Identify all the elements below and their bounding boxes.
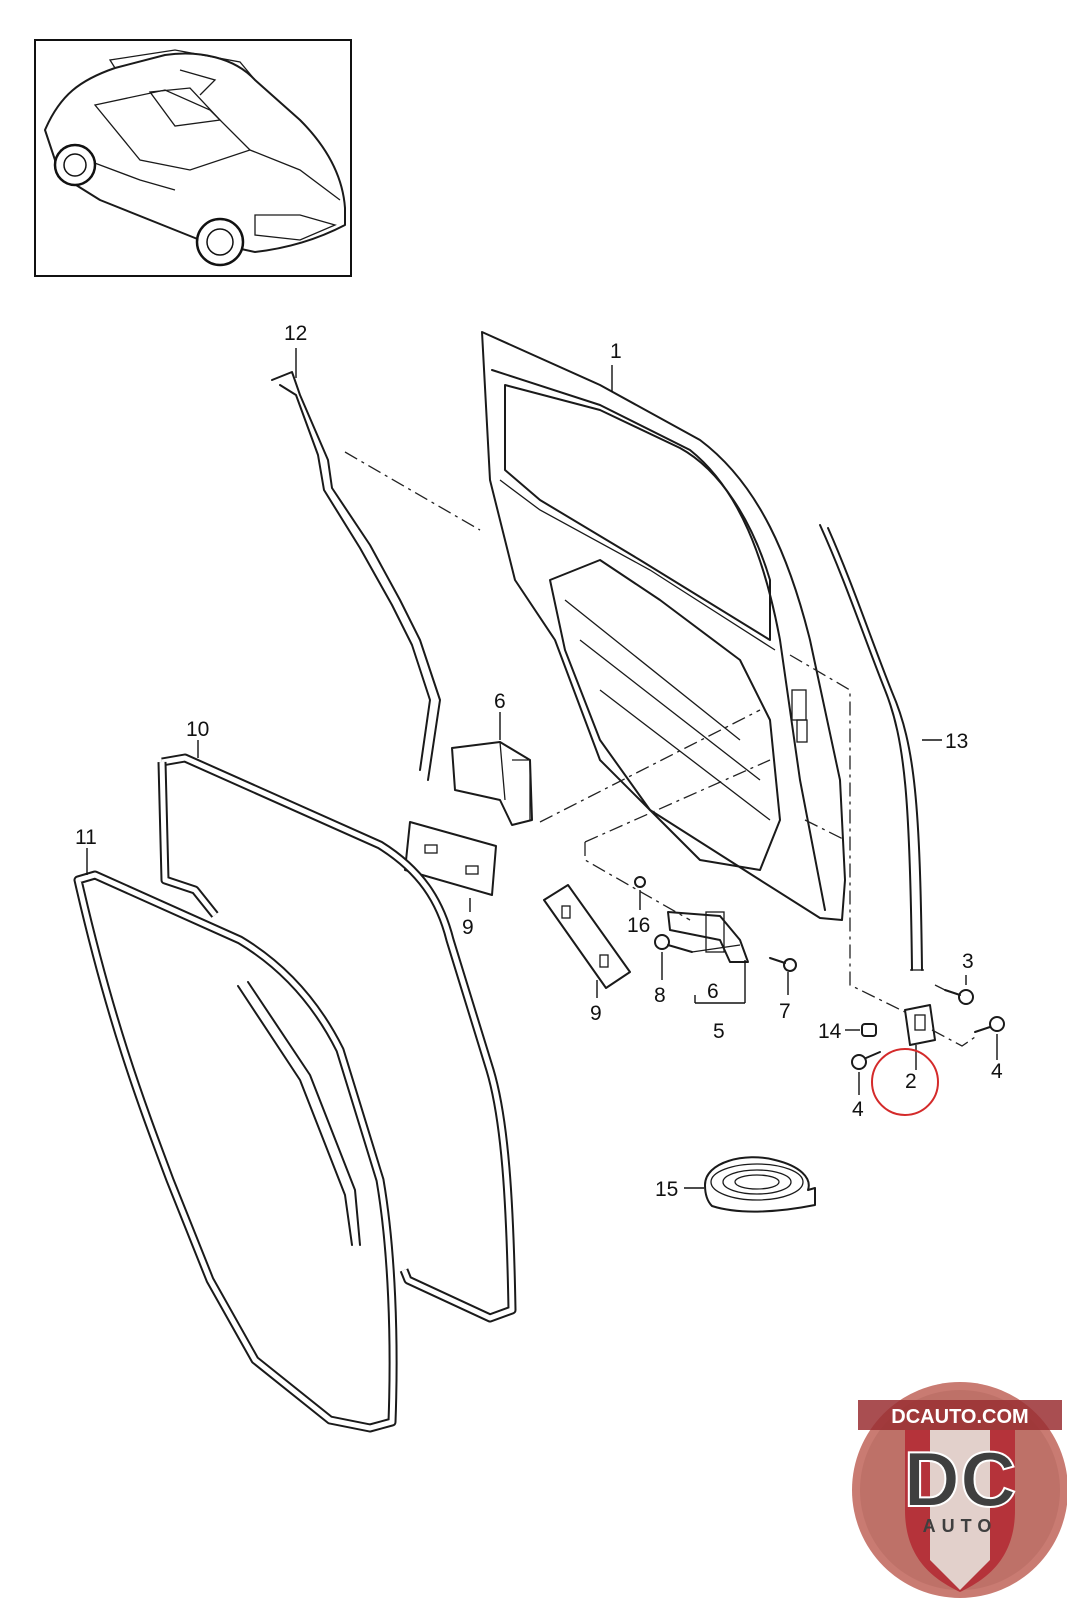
part-2-striker — [871, 1004, 939, 1116]
callout-15: 15 — [655, 1178, 678, 1201]
callout-6-assembly: 6 — [707, 980, 719, 1003]
part-8-bolt — [654, 934, 693, 980]
callout-13: 13 — [945, 730, 968, 753]
logo-site-text: DCAUTO.COM — [891, 1406, 1028, 1428]
callout-14: 14 — [818, 1020, 842, 1043]
part-13-seal-strip — [819, 524, 942, 971]
part-4-bolt-right — [974, 1016, 1005, 1060]
part-14-plug — [845, 1023, 877, 1037]
part-4-bolt-left — [851, 1051, 881, 1095]
logo-word: AUTO — [923, 1516, 998, 1536]
callout-8: 8 — [654, 984, 666, 1007]
part-9-pad-left — [404, 821, 497, 912]
vehicle-overview-inset — [34, 39, 352, 277]
callout-2: 2 — [905, 1070, 917, 1093]
callout-4-left: 4 — [852, 1098, 864, 1121]
callout-3: 3 — [962, 950, 974, 973]
callout-10: 10 — [186, 718, 209, 741]
callout-12: 12 — [284, 322, 307, 345]
part-16-bolt — [634, 876, 646, 910]
callout-labels: 1 2 3 4 4 5 6 6 7 8 9 9 10 11 12 13 14 1… — [75, 322, 1003, 1201]
callout-7: 7 — [779, 1000, 791, 1023]
part-15-tape-roll — [684, 1156, 816, 1213]
highlight-circle — [871, 1048, 939, 1116]
part-1-door-shell — [481, 331, 846, 921]
callout-9-left: 9 — [462, 916, 474, 939]
logo-initials: DC — [904, 1435, 1017, 1523]
dcauto-logo: DCAUTO.COM DC AUTO — [852, 1382, 1067, 1598]
part-11-inner-seal — [73, 848, 398, 1433]
part-10-door-seal — [157, 740, 517, 1323]
callout-1: 1 — [610, 340, 622, 363]
part-6-check-housing — [451, 712, 533, 826]
callout-5: 5 — [713, 1020, 725, 1043]
part-3-bolt — [944, 975, 974, 1005]
part-12-window-channel — [271, 348, 441, 781]
callout-9-right: 9 — [590, 1002, 602, 1025]
callout-16: 16 — [627, 914, 650, 937]
part-9-pad-right — [543, 884, 631, 998]
callout-6-housing: 6 — [494, 690, 506, 713]
suv-illustration — [44, 49, 346, 267]
callout-11: 11 — [75, 826, 97, 849]
assembly-lines — [344, 451, 979, 1047]
callout-4-right: 4 — [991, 1060, 1003, 1083]
part-7-screw — [769, 957, 797, 995]
part-5-door-check — [667, 911, 749, 1004]
